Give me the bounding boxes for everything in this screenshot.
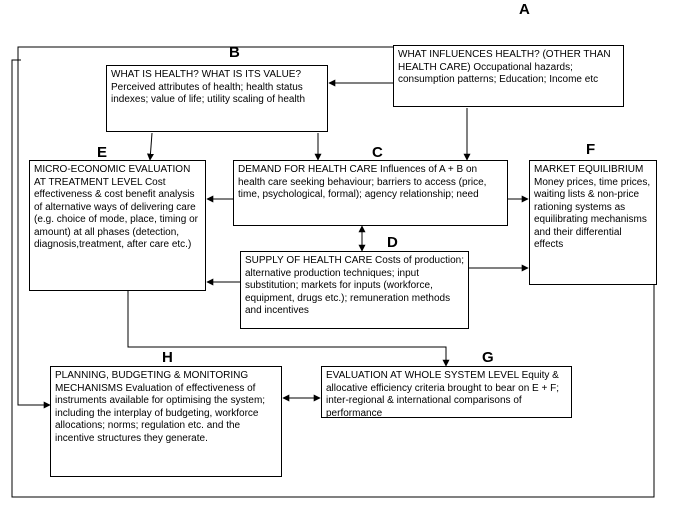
label-f: F <box>586 141 596 158</box>
arrow-b-to-e <box>146 132 154 161</box>
label-a: A <box>519 1 530 18</box>
box-g-whole-system-evaluation: EVALUATION AT WHOLE SYSTEM LEVEL Equity … <box>321 366 572 418</box>
box-b-what-is-health: WHAT IS HEALTH? WHAT IS ITS VALUE? Perce… <box>106 65 328 132</box>
box-a-influences-on-health: WHAT INFLUENCES HEALTH? (OTHER THAN HEAL… <box>393 45 624 107</box>
label-e: E <box>97 144 108 161</box>
label-c: C <box>372 144 383 161</box>
label-b: B <box>229 44 240 61</box>
box-c-demand: DEMAND FOR HEALTH CARE Influences of A +… <box>233 160 508 226</box>
arrow-e-to-g <box>127 291 450 367</box>
box-e-micro-economic-evaluation: MICRO-ECONOMIC EVALUATION AT TREATMENT L… <box>29 160 206 291</box>
box-f-market-equilibrium: MARKET EQUILIBRIUM Money prices, time pr… <box>529 160 657 285</box>
arrow-f-to-h <box>11 59 655 498</box>
box-h-planning-budgeting: PLANNING, BUDGETING & MONITORING MECHANI… <box>50 366 282 477</box>
label-d: D <box>387 234 398 251</box>
label-g: G <box>482 349 494 366</box>
arrow-a-to-h <box>17 46 393 409</box>
label-h: H <box>162 349 173 366</box>
box-d-supply: SUPPLY OF HEALTH CARE Costs of productio… <box>240 251 469 329</box>
